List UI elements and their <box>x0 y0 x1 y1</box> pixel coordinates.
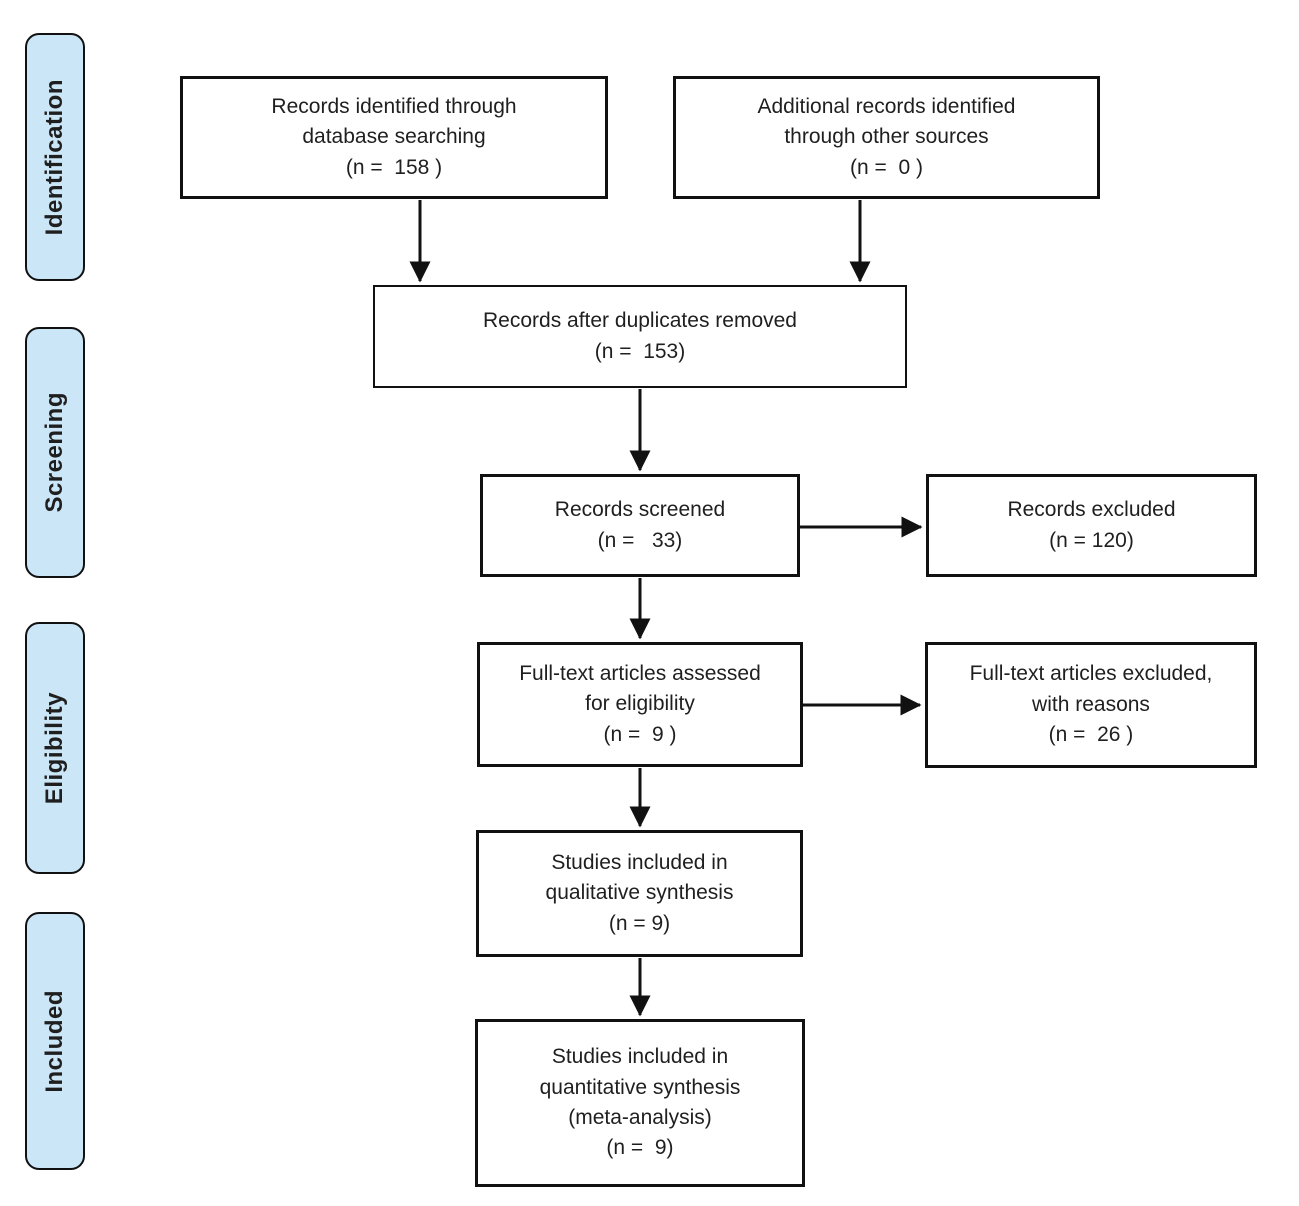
flow-box-fulltext-assessed: Full-text articles assessed for eligibil… <box>477 642 803 767</box>
stage-label-included: Included <box>25 912 85 1170</box>
flow-box-text: Records excluded (n = 120) <box>1007 498 1176 552</box>
stage-label-screening: Screening <box>25 327 85 578</box>
flow-box-records-identified: Records identified through database sear… <box>180 76 608 199</box>
flow-box-text: Studies included in quantitative synthes… <box>539 1045 741 1160</box>
flow-box-additional-records: Additional records identified through ot… <box>673 76 1100 199</box>
stage-label-text: Eligibility <box>41 691 68 805</box>
stage-label-text: Included <box>41 989 68 1093</box>
flow-box-text: Records screened (n = 33) <box>554 498 726 552</box>
flow-box-quantitative-synthesis: Studies included in quantitative synthes… <box>475 1019 805 1187</box>
stage-label-text: Identification <box>41 78 68 236</box>
flow-box-text: Additional records identified through ot… <box>757 94 1016 179</box>
flow-box-text: Full-text articles assessed for eligibil… <box>519 661 761 746</box>
flow-box-duplicates-removed: Records after duplicates removed (n = 15… <box>373 285 907 388</box>
flow-box-text: Full-text articles excluded, with reason… <box>969 662 1213 747</box>
flow-box-text: Studies included in qualitative synthesi… <box>545 850 734 935</box>
flow-box-text: Records identified through database sear… <box>271 94 517 179</box>
flow-box-fulltext-excluded: Full-text articles excluded, with reason… <box>925 642 1257 768</box>
flow-box-qualitative-synthesis: Studies included in qualitative synthesi… <box>476 830 803 957</box>
stage-label-eligibility: Eligibility <box>25 622 85 874</box>
flow-box-text: Records after duplicates removed (n = 15… <box>483 309 797 363</box>
stage-label-text: Screening <box>41 392 68 513</box>
flow-box-records-excluded: Records excluded (n = 120) <box>926 474 1257 577</box>
flow-box-records-screened: Records screened (n = 33) <box>480 474 800 577</box>
stage-label-identification: Identification <box>25 33 85 281</box>
